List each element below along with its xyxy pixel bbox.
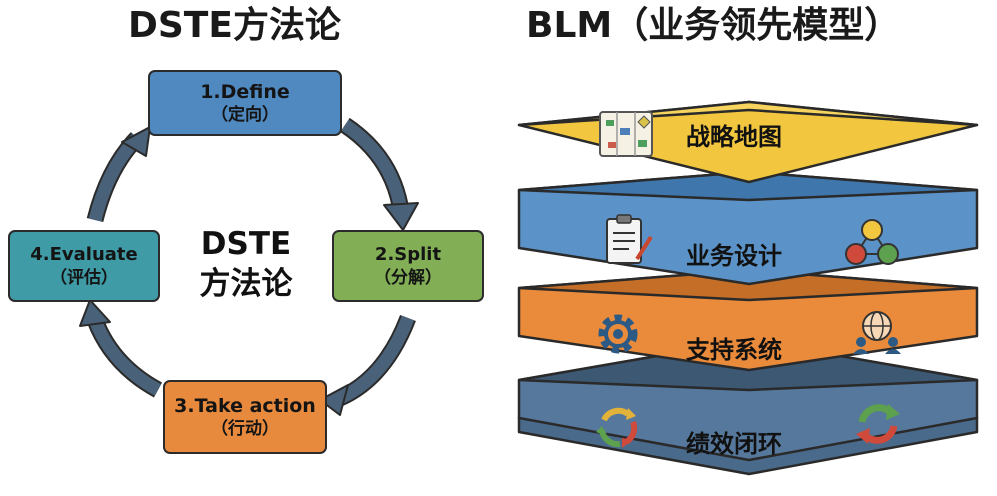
step-split-box: 2.Split （分解） [332, 230, 484, 302]
arrow-split-to-take [337, 315, 415, 404]
dste-center-line2: 方法论 [199, 266, 293, 302]
network-nodes-icon [845, 219, 899, 265]
step-define-box: 1.Define （定向） [148, 70, 342, 136]
step-define-label: 1.Define [200, 81, 290, 103]
dste-title: DSTE方法论 [128, 5, 341, 46]
globe-people-icon [853, 311, 901, 354]
arrowhead-define [121, 126, 151, 157]
arrowhead-take [319, 384, 349, 416]
step-split-sublabel: （分解） [374, 268, 442, 288]
arrow-define-to-split [341, 119, 407, 207]
clipboard-checklist-icon [606, 214, 653, 264]
dste-center-line1: DSTE [200, 226, 292, 262]
dste-center-label: DSTE 方法论 [176, 224, 316, 304]
step-evaluate-sublabel: （评估） [50, 268, 118, 288]
step-define-sublabel: （定向） [211, 105, 279, 125]
arrowhead-split [383, 202, 419, 231]
arrow-take-to-evaluate [88, 317, 162, 396]
layer-label-business-design: 业务设计 [686, 242, 782, 270]
gear-icon [598, 314, 638, 354]
strategy-map-icon [599, 111, 653, 157]
layer-label-strategy-map: 战略地图 [686, 123, 782, 151]
step-split-label: 2.Split [374, 244, 442, 265]
step-take-action-label: 3.Take action [174, 395, 316, 417]
blm-title: BLM（业务领先模型） [526, 5, 901, 46]
layer-label-performance-loop: 绩效闭环 [686, 430, 782, 458]
refresh-arrows-icon [856, 404, 900, 444]
step-take-action-sublabel: （行动） [211, 419, 279, 439]
step-evaluate-box: 4.Evaluate （评估） [8, 230, 160, 302]
arrowhead-evaluate [79, 299, 111, 327]
cycle-arrows-icon [596, 407, 638, 448]
step-evaluate-label: 4.Evaluate [30, 244, 138, 265]
layer-label-support-system: 支持系统 [686, 336, 782, 364]
step-take-action-box: 3.Take action （行动） [163, 380, 327, 454]
